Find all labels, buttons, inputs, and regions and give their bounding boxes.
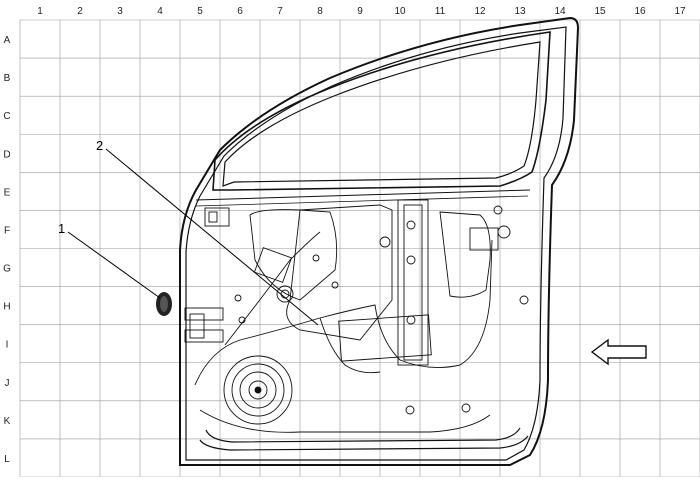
grid-column-label: 7 [277,6,283,17]
grid-column-label: 5 [197,6,203,17]
grid-column-label: 11 [435,6,446,17]
grid-row-label: C [3,111,10,122]
grid-row-label: A [4,35,11,46]
grid-column-label: 4 [157,6,163,17]
grid-row-label: K [4,416,11,427]
front-direction-arrow-icon [590,338,647,366]
grid-column-label: 6 [237,6,243,17]
grid-column-label: 10 [394,6,406,17]
grid-column-label: 1 [37,6,43,17]
grid-row-labels: A B C D E F G H I J K L [3,35,11,465]
grid-column-label: 8 [317,6,323,17]
grid-column-label: 12 [474,6,486,17]
grid-row-label: B [4,73,11,84]
grid-column-label: 15 [594,6,606,17]
callout-1: 1 [58,221,65,236]
reference-grid [19,19,700,478]
harness-connector [156,292,172,316]
grid-row-label: I [6,340,9,351]
callout-2: 2 [96,138,103,153]
grid-row-label: F [4,225,10,236]
grid-row-label: G [3,264,11,275]
grid-column-label: 3 [117,6,123,17]
callout-leaders [67,148,319,326]
grid-row-label: H [3,302,10,313]
grid-row-label: L [4,454,10,465]
grid-row-label: J [5,378,10,389]
grid-column-label: 17 [674,6,686,17]
grid-column-label: 13 [514,6,526,17]
grid-column-label: 14 [554,6,566,17]
grid-row-label: D [3,149,10,160]
inner-panel-details [184,199,529,433]
grid-column-label: 2 [77,6,83,17]
grid-column-label: 16 [634,6,646,17]
door-frame [179,16,580,466]
grid-row-label: E [4,187,11,198]
grid-column-label: 9 [357,6,363,17]
